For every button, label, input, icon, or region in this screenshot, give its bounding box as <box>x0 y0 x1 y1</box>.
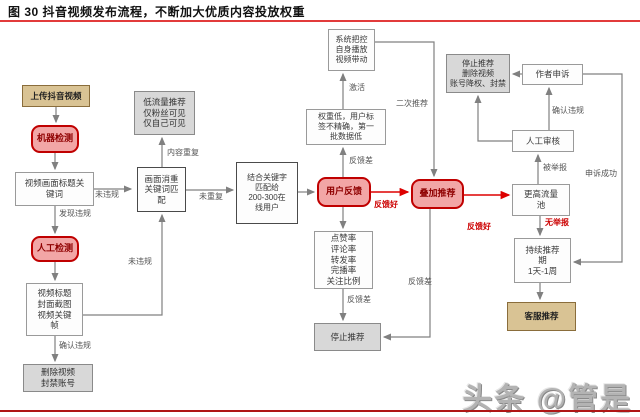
node-match-online-users: 结合关键字 匹配给 200-300在 线用户 <box>236 162 298 224</box>
edge-label-feedback-bad-2: 反馈差 <box>347 295 371 304</box>
node-stop-recommend: 停止推荐 <box>314 323 381 351</box>
edge-label-feedback-bad-1: 反馈差 <box>349 156 373 165</box>
edge-label-feedback-bad-3: 反馈差 <box>408 277 432 286</box>
node-higher-traffic-pool: 更高流量 池 <box>512 184 570 216</box>
title-underline <box>0 20 640 22</box>
node-delete-video-ban: 删除视频 封禁账号 <box>23 364 93 392</box>
figure-title: 图 30 抖音视频发布流程，不断加大优质内容投放权重 <box>8 5 306 19</box>
node-manual-check: 人工检测 <box>31 236 79 262</box>
node-machine-check: 机器检测 <box>31 125 79 153</box>
node-punishment: 停止推荐 删除视频 账号降权、封禁 <box>446 54 510 93</box>
node-engagement-metrics: 点赞率 评论率 转发率 完播率 关注比例 <box>314 231 373 289</box>
edge-label-feedback-good-1: 反馈好 <box>374 200 398 209</box>
node-upload-video: 上传抖音视频 <box>22 85 90 107</box>
node-system-drive: 系统把控 自身播放 视频带动 <box>328 29 375 71</box>
node-service-recommend: 客服推荐 <box>507 302 576 331</box>
node-low-traffic: 低流量推荐 仅粉丝可见 仅自己可见 <box>134 91 195 135</box>
node-frame-title-keywords: 视频画面标题关 键词 <box>15 172 94 206</box>
edge-label-not-duplicate: 未重复 <box>199 192 223 201</box>
edge-label-feedback-good-2: 反馈好 <box>467 222 491 231</box>
bottom-rule <box>0 410 640 412</box>
edge-label-violation-found: 发现违规 <box>59 209 91 218</box>
node-low-weight: 权重低，用户标 签不精确，第一 批数据低 <box>306 109 386 145</box>
node-dedup-keyword-match: 画面消重 关键词匹 配 <box>137 167 186 212</box>
edge-label-reported: 被举报 <box>543 163 567 172</box>
node-manual-review: 人工审核 <box>512 130 574 152</box>
node-user-feedback: 用户反馈 <box>317 177 371 207</box>
edge-label-no-report: 无举报 <box>545 218 569 227</box>
edge-label-second-recommendation: 二次推荐 <box>396 99 428 108</box>
node-title-cover-keyframes: 视频标题 封面截图 视频关键 帧 <box>26 283 83 336</box>
edge-label-confirmed-violation-1: 确认违规 <box>59 341 91 350</box>
node-author-appeal: 作者申诉 <box>522 64 583 85</box>
node-recommend-period: 持续推荐 期 1天-1周 <box>514 238 571 283</box>
edge-label-not-violating-2: 未违规 <box>128 257 152 266</box>
edge-label-confirmed-violation-2: 确认违规 <box>552 106 584 115</box>
edge-label-not-violating-1: 未违规 <box>95 190 119 199</box>
edge-label-appeal-success: 申诉成功 <box>585 169 617 178</box>
edge-label-content-duplicate: 内容重复 <box>167 148 199 157</box>
edge-label-activate: 激活 <box>349 83 365 92</box>
node-stacked-recommend: 叠加推荐 <box>411 179 464 209</box>
